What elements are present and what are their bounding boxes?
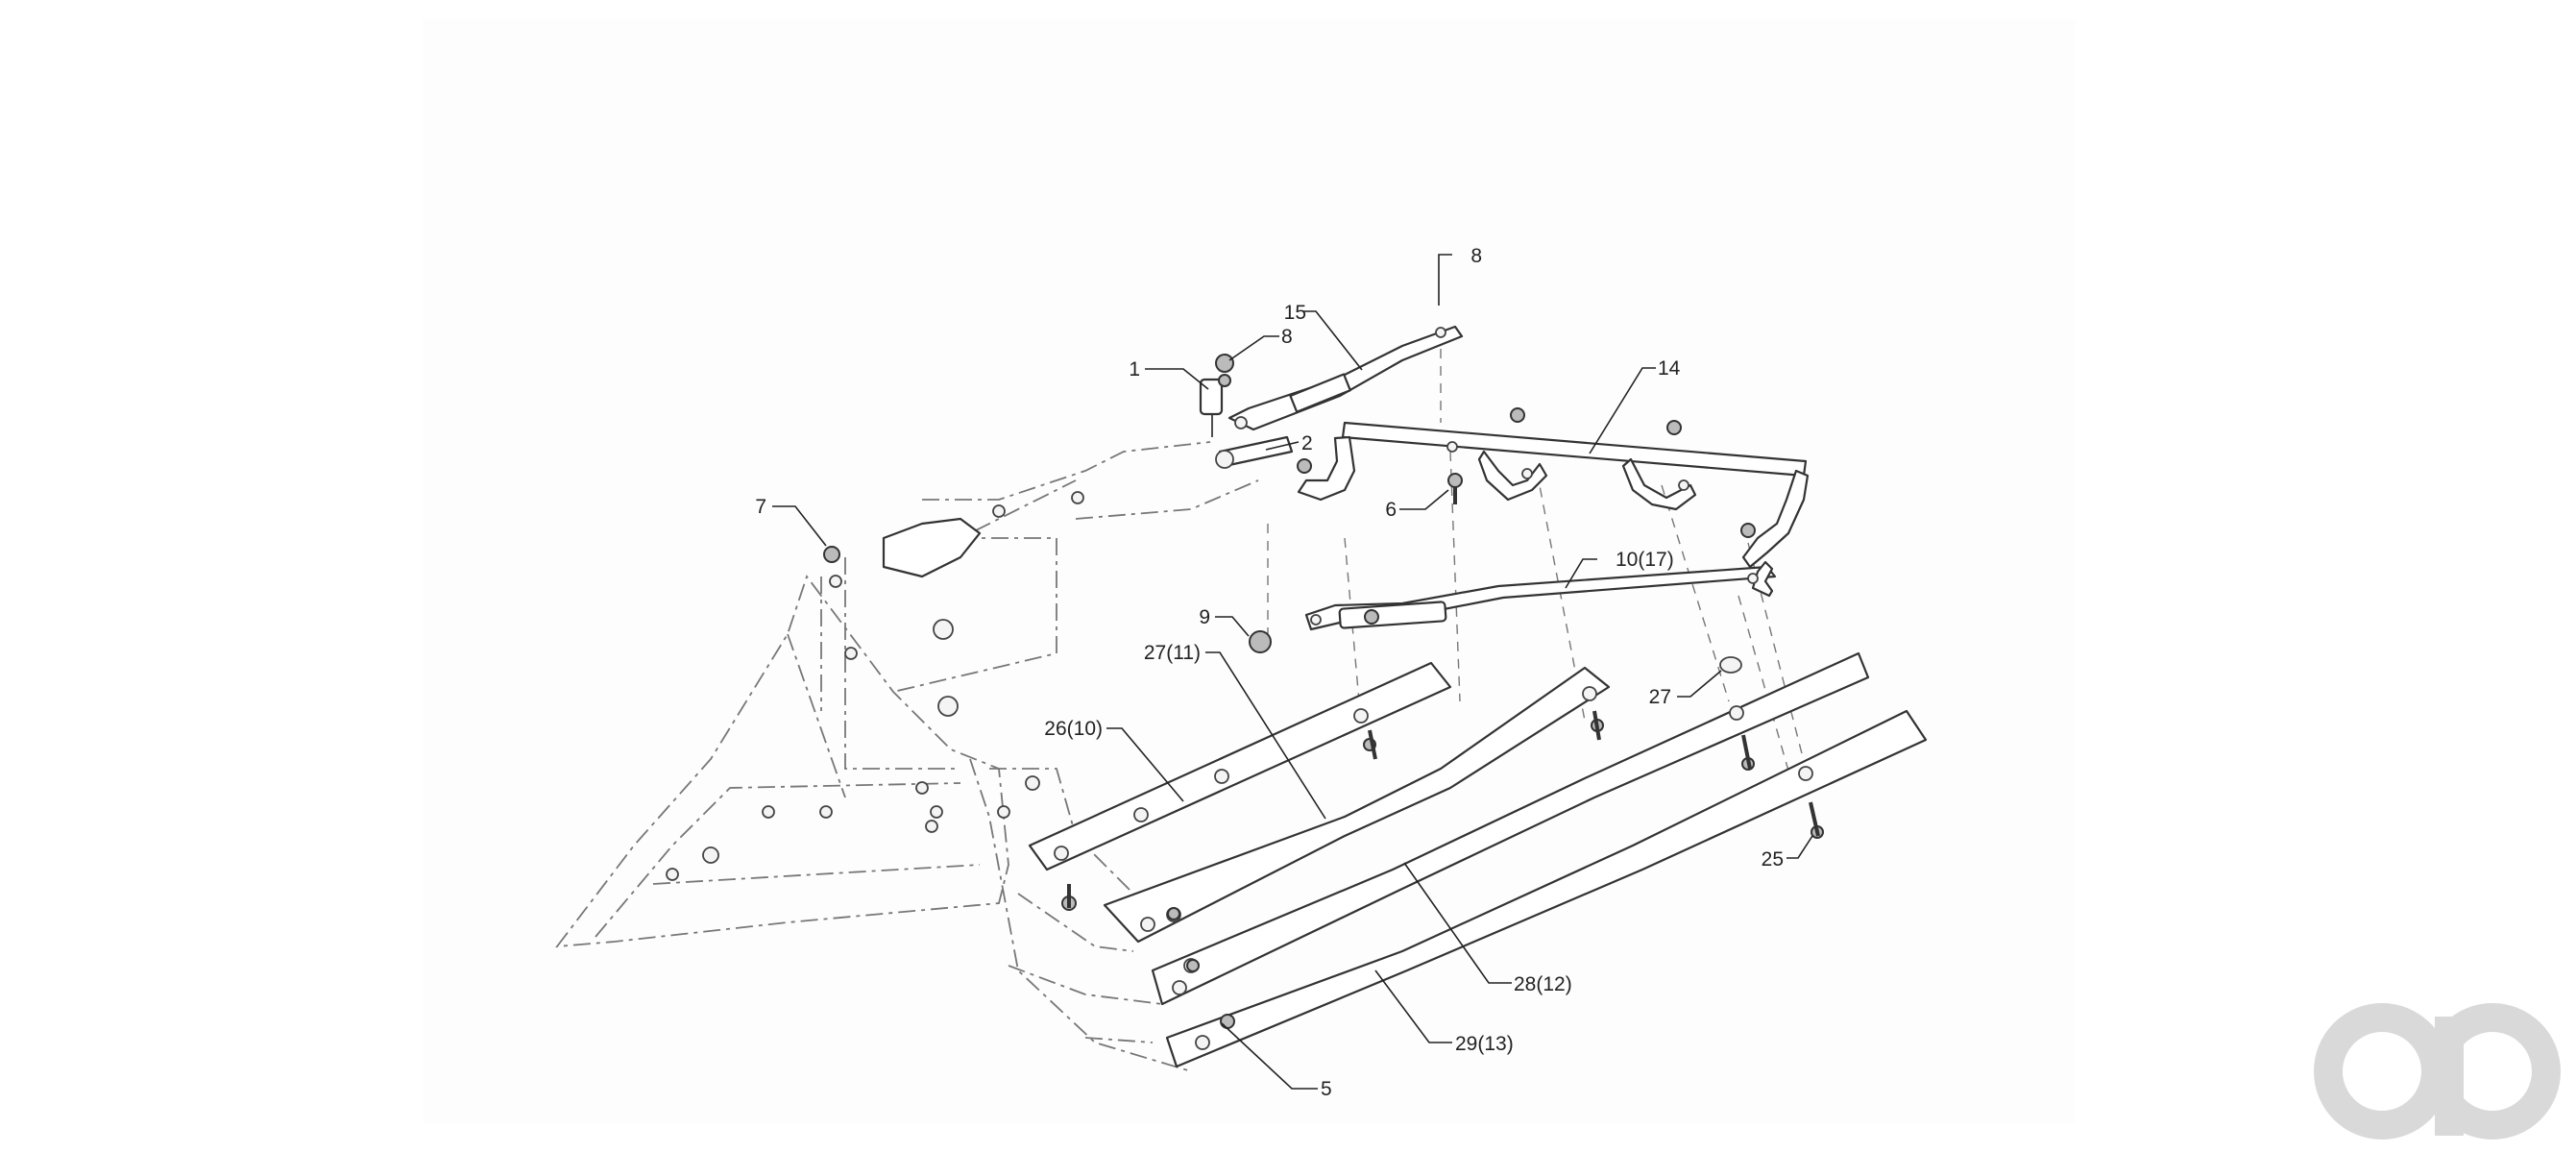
callout-25: 25 (1762, 848, 1784, 871)
frame-bracket (666, 491, 1084, 881)
callout-27: 27 (1649, 686, 1671, 708)
callout-1: 1 (1129, 358, 1140, 380)
callout-10-17: 10(17) (1616, 549, 1674, 571)
projection-lines (1267, 331, 1807, 798)
callout-labels: 8 15 8 1 14 2 6 7 10(17) 9 27(11) 27 26(… (755, 245, 1784, 1100)
nut-7 (823, 546, 840, 563)
callout-6: 6 (1385, 499, 1397, 521)
blade-29 (1165, 709, 1928, 1068)
callout-14: 14 (1658, 357, 1681, 380)
blade-28 (1151, 651, 1870, 1006)
callout-8-top: 8 (1470, 245, 1482, 267)
blade-26 (1028, 661, 1452, 871)
callout-15: 15 (1284, 302, 1306, 324)
screw-6 (1447, 473, 1463, 504)
callout-8-left: 8 (1281, 326, 1293, 348)
callout-7: 7 (755, 496, 766, 518)
callout-9: 9 (1199, 606, 1210, 628)
callout-26-10: 26(10) (1044, 718, 1103, 740)
blade-screws (1061, 710, 1824, 1029)
callout-28-12: 28(12) (1514, 973, 1572, 995)
ao-logo (2314, 1003, 2561, 1140)
callout-27-11: 27(11) (1144, 642, 1201, 664)
rod-10 (1304, 560, 1777, 631)
callout-5: 5 (1321, 1078, 1332, 1100)
callout-29-13: 29(13) (1455, 1033, 1514, 1055)
leader-lines (772, 254, 1813, 1090)
pin-2 (1215, 435, 1294, 469)
washer-9 (1249, 630, 1272, 653)
washer-27 (1719, 656, 1742, 674)
turnbuckle-15 (1227, 325, 1464, 431)
bar-14 (1297, 407, 1810, 569)
bolt-1 (1199, 354, 1234, 437)
callout-2: 2 (1301, 432, 1313, 454)
